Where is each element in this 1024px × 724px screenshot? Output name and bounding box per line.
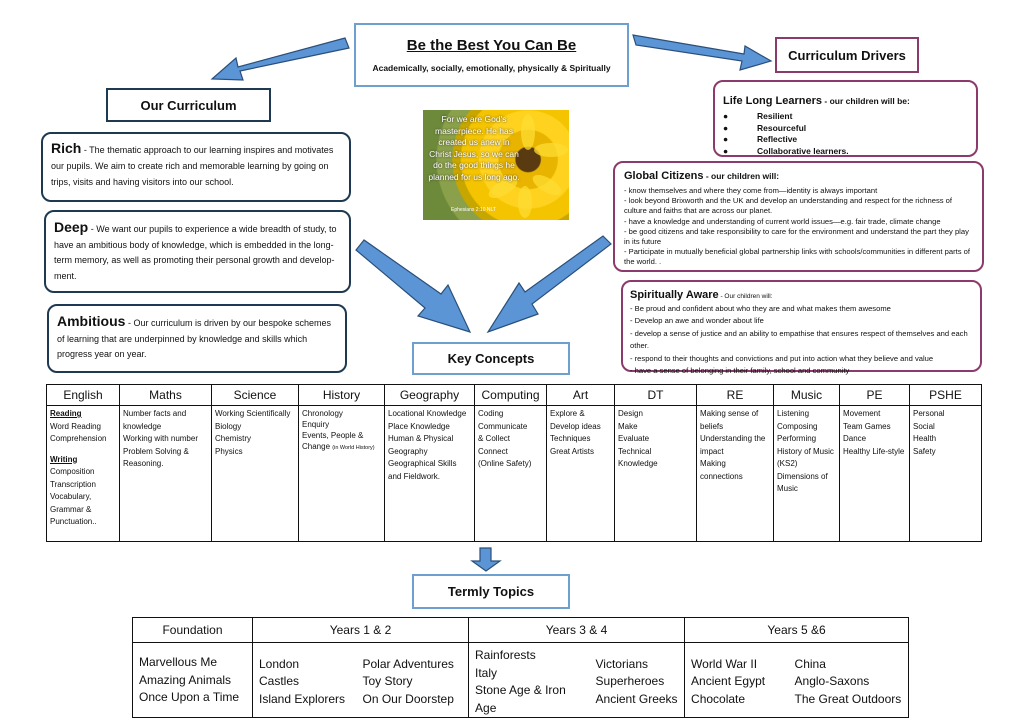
- spiritually-aware-title: Spiritually Aware: [630, 289, 719, 301]
- life-long-learners-title: Life Long Learners: [723, 95, 823, 107]
- list-item: ●Collaborative learners.: [723, 145, 849, 156]
- year-header: Foundation: [132, 617, 253, 643]
- dt-concepts: Design Make Evaluate Technical Knowledge: [614, 405, 697, 542]
- scripture-text: For we are God's masterpiece. He has cre…: [428, 114, 520, 182]
- arrow-deep-to-key-concepts: [355, 239, 472, 333]
- deep-box: Deep - We want our pupils to experience …: [44, 210, 351, 293]
- subject-header: History: [298, 384, 385, 406]
- re-concepts: Making sense of beliefs Understanding th…: [696, 405, 774, 542]
- life-long-learners-suffix: - our children will be:: [822, 96, 910, 106]
- global-citizens-box: Global Citizens - our children will: - k…: [613, 161, 984, 272]
- global-citizens-title: Global Citizens: [624, 170, 704, 182]
- page-subtitle: Academically, socially, emotionally, phy…: [372, 63, 611, 73]
- subject-header: DT: [614, 384, 697, 406]
- termly-topics-label: Termly Topics: [412, 574, 570, 609]
- rich-box: Rich - The thematic approach to our lear…: [41, 132, 351, 202]
- list-item: - look beyond Brixworth and the UK and d…: [624, 196, 952, 216]
- deep-text: - We want our pupils to experience a wid…: [54, 224, 337, 281]
- subject-header: Art: [546, 384, 615, 406]
- list-item: - Develop an awe and wonder about life: [630, 316, 764, 326]
- english-concepts: Reading Word Reading Comprehension Writi…: [46, 405, 120, 542]
- list-item: - know themselves and where they come fr…: [624, 186, 878, 195]
- year-header: Years 3 & 4: [468, 617, 686, 643]
- curriculum-drivers-label: Curriculum Drivers: [775, 37, 919, 73]
- global-citizens-suffix: - our children will:: [703, 171, 780, 181]
- arrow-to-curriculum: [210, 37, 350, 81]
- subject-header: RE: [696, 384, 774, 406]
- header-box: Be the Best You Can Be Academically, soc…: [354, 23, 629, 87]
- list-item: - have a knowledge and understanding of …: [624, 216, 941, 226]
- y56-topics-a: World War II Ancient Egypt Chocolate: [691, 656, 766, 706]
- flower-petals-icon: [488, 114, 568, 218]
- y56-topics-b: China Anglo-Saxons The Great Outdoors: [794, 656, 902, 706]
- history-concepts: Chronology Enquiry Events, People & Chan…: [298, 405, 385, 542]
- subject-header-row: English Maths Science History Geography …: [46, 384, 982, 406]
- pshe-concepts: Personal Social Health Safety: [909, 405, 982, 542]
- subject-header: Geography: [384, 384, 475, 406]
- arrow-down-to-termly: [470, 547, 502, 572]
- life-long-learners-box: Life Long Learners - our children will b…: [713, 80, 978, 157]
- year-header-row: Foundation Years 1 & 2 Years 3 & 4 Years…: [132, 617, 910, 643]
- list-item: ●Resilient: [723, 111, 793, 121]
- spiritually-aware-suffix: - Our children will:: [718, 293, 773, 300]
- termly-topics-table: Foundation Years 1 & 2 Years 3 & 4 Years…: [132, 617, 910, 718]
- rich-lead: Rich: [51, 140, 82, 156]
- list-item: - Participate in mutually beneficial glo…: [624, 247, 970, 267]
- our-curriculum-label: Our Curriculum: [106, 88, 271, 122]
- list-item: - Be proud and confident about who they …: [630, 304, 891, 313]
- deep-lead: Deep: [54, 219, 89, 235]
- foundation-topics: Marvellous Me Amazing Animals Once Upon …: [132, 642, 253, 718]
- subject-header: English: [46, 384, 120, 406]
- spiritually-aware-box: Spiritually Aware - Our children will: -…: [621, 280, 982, 375]
- pe-concepts: Movement Team Games Dance Healthy Life-s…: [839, 405, 910, 542]
- art-concepts: Explore & Develop ideas Techniques Great…: [546, 405, 615, 542]
- ambitious-lead: Ambitious: [57, 313, 126, 329]
- list-item: ●Reflective: [723, 134, 798, 144]
- topics-row: Marvellous Me Amazing Animals Once Upon …: [132, 642, 909, 718]
- key-concepts-table: English Maths Science History Geography …: [46, 384, 982, 542]
- list-item: - develop a sense of justice and an abil…: [630, 328, 968, 351]
- subject-header: PE: [839, 384, 910, 406]
- scripture-image: For we are God's masterpiece. He has cre…: [423, 110, 569, 220]
- subject-header: Computing: [474, 384, 547, 406]
- subject-header: Music: [773, 384, 840, 406]
- list-item: - be good citizens and take responsibili…: [624, 226, 969, 247]
- maths-concepts: Number facts and knowledge Working with …: [119, 405, 212, 542]
- year-header: Years 5 &6: [684, 617, 910, 643]
- y12-topics-a: London Castles Island Explorers: [259, 656, 346, 706]
- y34-topics-b: Victorians Superheroes Ancient Greeks: [589, 642, 686, 718]
- ambitious-box: Ambitious - Our curriculum is driven by …: [47, 304, 347, 373]
- science-concepts: Working Scientifically Biology Chemistry…: [211, 405, 299, 542]
- music-concepts: Listening Composing Performing History o…: [773, 405, 840, 542]
- ambitious-text: - Our curriculum is driven by our bespok…: [57, 318, 332, 359]
- life-long-learners-list: ●Resilient ●Resourceful ●Reflective ●Col…: [723, 111, 968, 157]
- computing-concepts: Coding Communicate & Collect Connect (On…: [474, 405, 547, 542]
- y12-topics-b: Polar Adventures Toy Story On Our Doorst…: [356, 642, 470, 718]
- concepts-row: Reading Word Reading Comprehension Writi…: [46, 405, 982, 542]
- subject-header: PSHE: [909, 384, 982, 406]
- list-item: ●Resourceful: [723, 122, 807, 133]
- year-header: Years 1 & 2: [251, 617, 470, 643]
- list-item: - respond to their thoughts and convicti…: [630, 353, 934, 363]
- scripture-reference: Ephesians 2:10 NLT: [451, 207, 496, 213]
- arrow-to-drivers: [632, 34, 773, 71]
- page-title: Be the Best You Can Be: [406, 37, 577, 54]
- arrow-global-to-key-concepts: [486, 235, 612, 334]
- key-concepts-label: Key Concepts: [412, 342, 570, 375]
- list-item: - have a sense of belonging in their fam…: [630, 366, 850, 376]
- geography-concepts: Locational Knowledge Place Knowledge Hum…: [384, 405, 475, 542]
- rich-text: - The thematic approach to our learning …: [51, 145, 334, 187]
- subject-header: Maths: [119, 384, 212, 406]
- y34-topics-a: Rainforests Italy Stone Age & Iron Age: [475, 648, 566, 715]
- subject-header: Science: [211, 384, 299, 406]
